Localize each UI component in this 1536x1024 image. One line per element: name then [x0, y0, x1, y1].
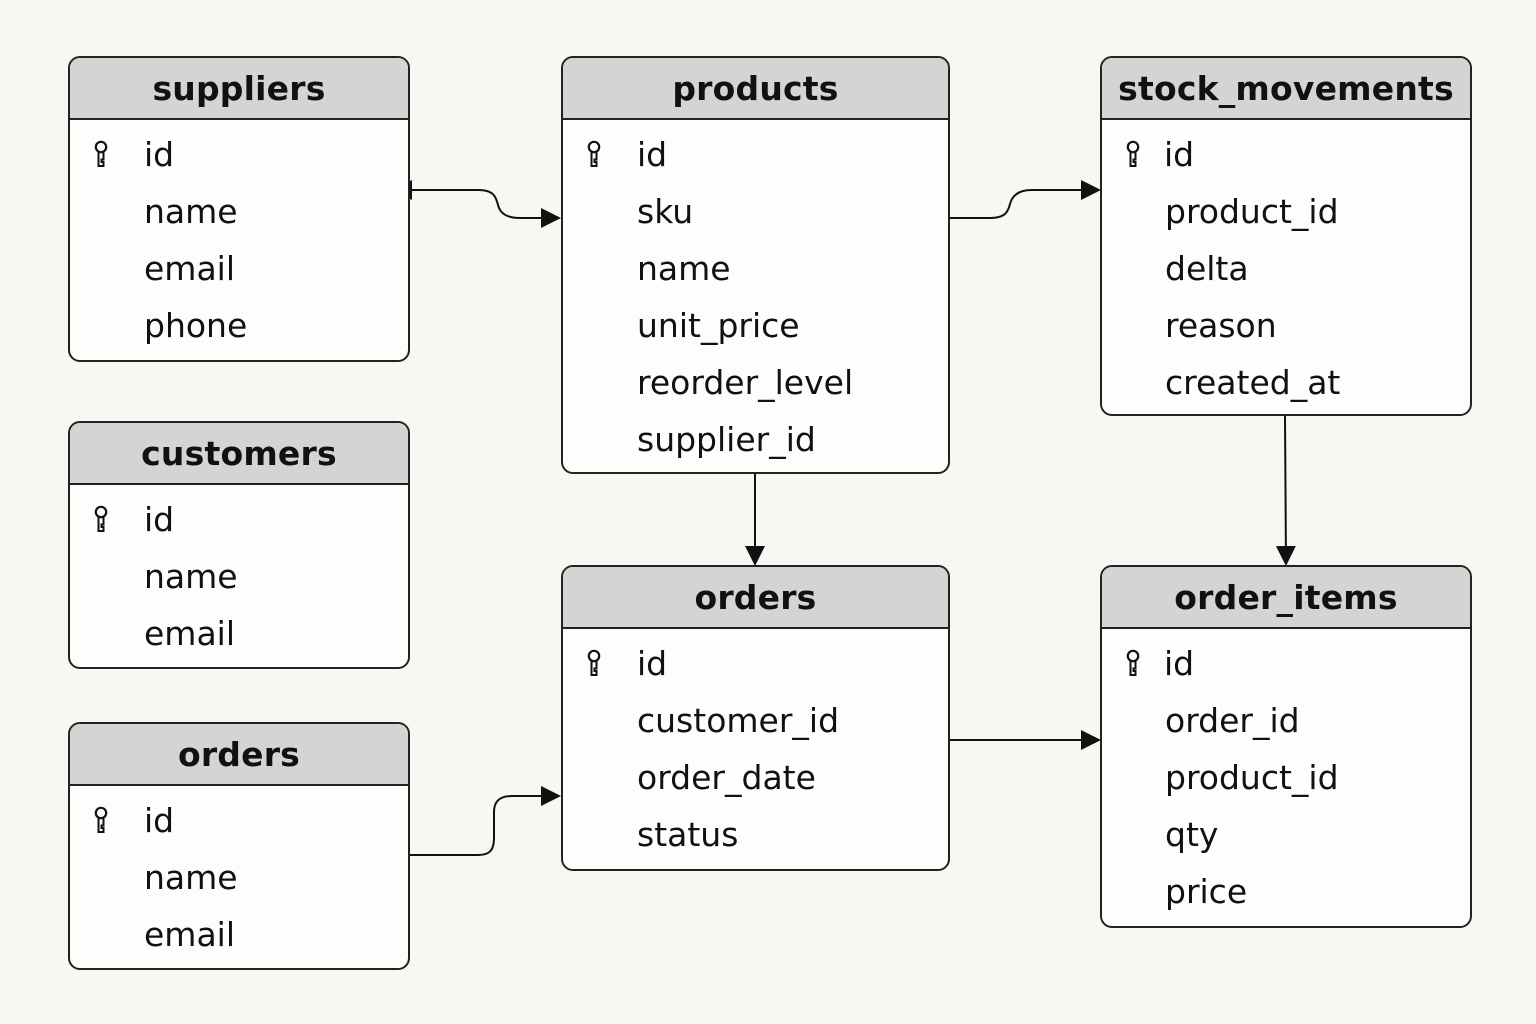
connector-suppliers-products: [392, 180, 561, 228]
key-icon: [94, 505, 108, 532]
table-field[interactable]: phone: [70, 297, 408, 354]
field-name: reorder_level: [637, 363, 854, 402]
table-field[interactable]: name: [70, 548, 408, 605]
table-orders-left[interactable]: orders id name email: [68, 722, 410, 970]
field-name: id: [637, 135, 668, 174]
table-field[interactable]: order_id: [1102, 692, 1470, 749]
table-stock-movements[interactable]: stock_movements id product_id delta reas…: [1100, 56, 1472, 416]
table-field[interactable]: delta: [1102, 240, 1470, 297]
connector-products-stock-movements: [950, 180, 1101, 219]
field-name: email: [144, 249, 236, 288]
table-field[interactable]: id: [70, 491, 408, 548]
field-name: order_date: [637, 758, 816, 797]
field-name: id: [144, 500, 175, 539]
field-name: unit_price: [637, 306, 800, 345]
table-title: stock_movements: [1102, 58, 1470, 120]
field-name: price: [1165, 872, 1248, 911]
table-title: orders: [563, 567, 948, 629]
key-icon: [587, 140, 601, 167]
field-name: id: [637, 644, 668, 683]
field-name: phone: [144, 306, 248, 345]
field-name: reason: [1165, 306, 1277, 345]
field-name: name: [637, 249, 731, 288]
key-icon: [1126, 649, 1140, 676]
field-name: delta: [1165, 249, 1249, 288]
field-name: id: [1164, 135, 1195, 174]
table-field[interactable]: id: [1102, 635, 1470, 692]
field-name: id: [144, 135, 175, 174]
table-field[interactable]: id: [563, 126, 948, 183]
field-name: name: [144, 192, 238, 231]
table-title: suppliers: [70, 58, 408, 120]
connector-orders-left-orders-center: [410, 786, 561, 856]
table-field[interactable]: name: [563, 240, 948, 297]
table-products[interactable]: products id sku name unit_price reorder_…: [561, 56, 950, 474]
table-field[interactable]: qty: [1102, 806, 1470, 863]
table-field[interactable]: created_at: [1102, 354, 1470, 411]
table-orders-center[interactable]: orders id customer_id order_date status: [561, 565, 950, 871]
table-field[interactable]: id: [563, 635, 948, 692]
table-field[interactable]: email: [70, 605, 408, 662]
field-name: order_id: [1165, 701, 1300, 740]
field-name: id: [1164, 644, 1195, 683]
field-name: created_at: [1165, 363, 1341, 402]
field-name: sku: [637, 192, 694, 231]
field-name: qty: [1165, 815, 1219, 854]
table-field[interactable]: product_id: [1102, 749, 1470, 806]
table-customers[interactable]: customers id name email: [68, 421, 410, 669]
key-icon: [1126, 140, 1140, 167]
table-field[interactable]: reorder_level: [563, 354, 948, 411]
table-suppliers[interactable]: suppliers id name email phone: [68, 56, 410, 362]
table-field[interactable]: reason: [1102, 297, 1470, 354]
table-field[interactable]: unit_price: [563, 297, 948, 354]
table-field[interactable]: supplier_id: [563, 411, 948, 468]
table-field[interactable]: id: [70, 792, 408, 849]
table-field[interactable]: price: [1102, 863, 1470, 920]
field-name: status: [637, 815, 739, 854]
field-name: email: [144, 915, 236, 954]
table-field[interactable]: customer_id: [563, 692, 948, 749]
field-name: id: [144, 801, 175, 840]
table-title: customers: [70, 423, 408, 485]
field-name: name: [144, 858, 238, 897]
field-name: supplier_id: [637, 420, 816, 459]
table-title: order_items: [1102, 567, 1470, 629]
key-icon: [587, 649, 601, 676]
table-title: products: [563, 58, 948, 120]
table-field[interactable]: product_id: [1102, 183, 1470, 240]
field-name: product_id: [1165, 758, 1339, 797]
table-field[interactable]: sku: [563, 183, 948, 240]
table-field[interactable]: name: [70, 849, 408, 906]
field-name: product_id: [1165, 192, 1339, 231]
key-icon: [94, 140, 108, 167]
field-name: email: [144, 614, 236, 653]
table-field[interactable]: id: [70, 126, 408, 183]
field-name: customer_id: [637, 701, 840, 740]
field-name: name: [144, 557, 238, 596]
table-field[interactable]: order_date: [563, 749, 948, 806]
table-field[interactable]: email: [70, 240, 408, 297]
key-icon: [94, 806, 108, 833]
table-field[interactable]: status: [563, 806, 948, 863]
connector-stock-movements-order-items: [1275, 415, 1296, 566]
table-title: orders: [70, 724, 408, 786]
table-order-items[interactable]: order_items id order_id product_id qty p…: [1100, 565, 1472, 928]
table-field[interactable]: email: [70, 906, 408, 963]
table-field[interactable]: name: [70, 183, 408, 240]
table-field[interactable]: id: [1102, 126, 1470, 183]
